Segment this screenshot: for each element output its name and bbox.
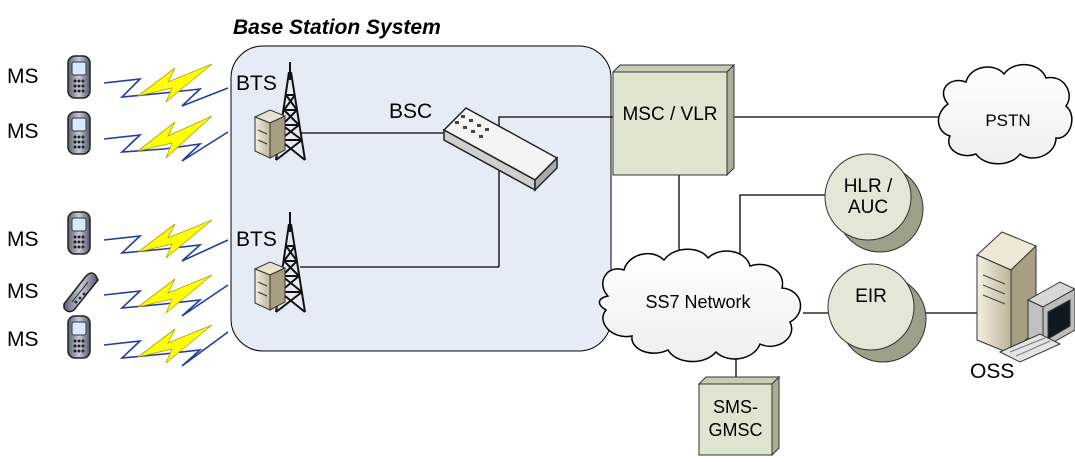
- desktop-computer-icon: [976, 231, 1075, 363]
- ss7-network-label: SS7 Network: [645, 292, 751, 312]
- sms-gmsc-label: SMS- GMSC: [708, 397, 763, 440]
- ms-phone-5: [67, 315, 91, 359]
- ss7-cloud: [598, 248, 802, 363]
- bts-bottom-label: BTS: [236, 228, 277, 251]
- lightning-bolt-icon: [137, 324, 213, 364]
- radio-link-1: [103, 63, 229, 107]
- pstn-label: PSTN: [985, 111, 1031, 130]
- server-icon-bottom: [253, 261, 287, 311]
- ms-label-3: MS: [7, 228, 39, 251]
- ms-label-5: MS: [7, 328, 39, 351]
- eir-label: EIR: [855, 286, 887, 307]
- lightning-bolt-icon: [137, 219, 213, 259]
- base-station-system-title: Base Station System: [233, 16, 441, 39]
- ms-phone-3: [67, 211, 91, 255]
- lightning-bolt-icon: [137, 63, 213, 103]
- radio-link-2: [103, 115, 229, 162]
- eir-node: [827, 263, 927, 363]
- lightning-bolt-icon: [137, 274, 213, 314]
- msc-vlr-label: MSC / VLR: [622, 104, 718, 125]
- ms-label-2: MS: [7, 120, 39, 143]
- ms-phone-1: [67, 55, 91, 99]
- connection-lines: [300, 116, 995, 377]
- bsc-label: BSC: [389, 100, 433, 123]
- oss-label: OSS: [970, 360, 1015, 383]
- server-icon-top: [253, 109, 287, 159]
- msc-vlr-box: [611, 63, 736, 177]
- ms-label-1: MS: [7, 65, 39, 88]
- radio-link-4: [103, 274, 229, 317]
- radio-link-3: [103, 219, 229, 262]
- network-switch-icon: [442, 107, 559, 192]
- hlr-auc-label: HLR / AUC: [843, 176, 893, 218]
- bts-top-label: BTS: [236, 72, 277, 95]
- pstn-cloud: [937, 64, 1073, 165]
- ms-phone-2: [67, 111, 91, 155]
- lightning-bolt-icon: [137, 115, 213, 159]
- radio-link-5: [103, 324, 229, 367]
- bss-box: [230, 45, 612, 352]
- ms-label-4: MS: [7, 280, 39, 303]
- ms-flip-phone: [63, 272, 99, 313]
- hlr-auc-node: [824, 153, 924, 253]
- sms-gmsc-box: [697, 375, 781, 457]
